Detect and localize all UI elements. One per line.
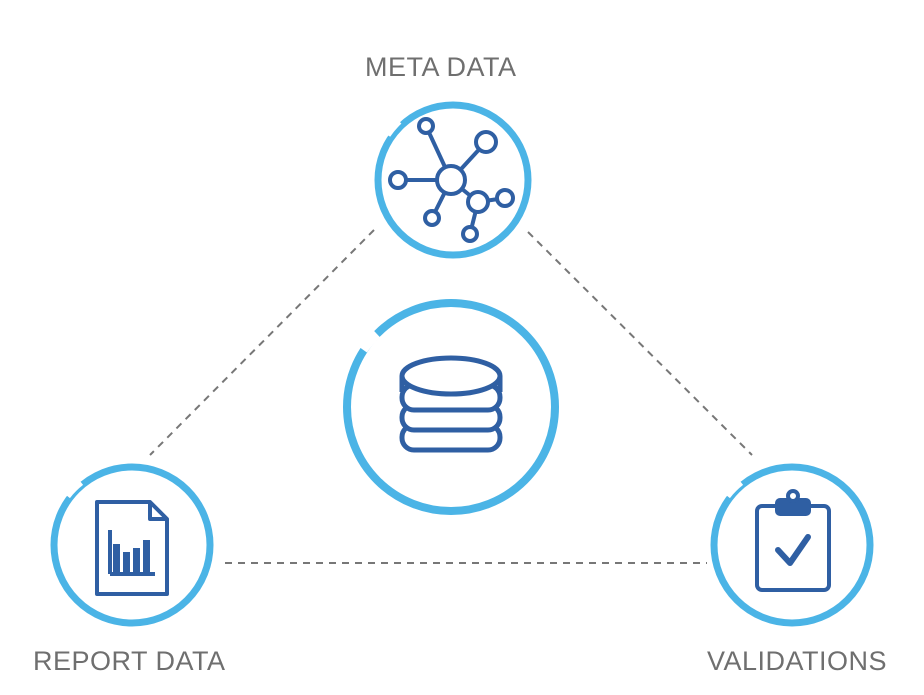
report-data-label: REPORT DATA bbox=[33, 646, 226, 676]
database-icon bbox=[399, 355, 503, 453]
node-validations bbox=[710, 463, 874, 627]
edge-meta-validations bbox=[527, 231, 753, 456]
validations-label: VALIDATIONS bbox=[707, 646, 888, 676]
network-icon bbox=[388, 117, 515, 243]
node-report-data bbox=[50, 463, 214, 627]
report-chart-icon bbox=[95, 500, 169, 596]
meta-data-label: META DATA bbox=[365, 52, 517, 82]
node-meta-data bbox=[374, 101, 532, 259]
edge-meta-report bbox=[149, 229, 375, 456]
clipboard-check-icon bbox=[755, 489, 831, 592]
node-center-database bbox=[343, 299, 559, 515]
